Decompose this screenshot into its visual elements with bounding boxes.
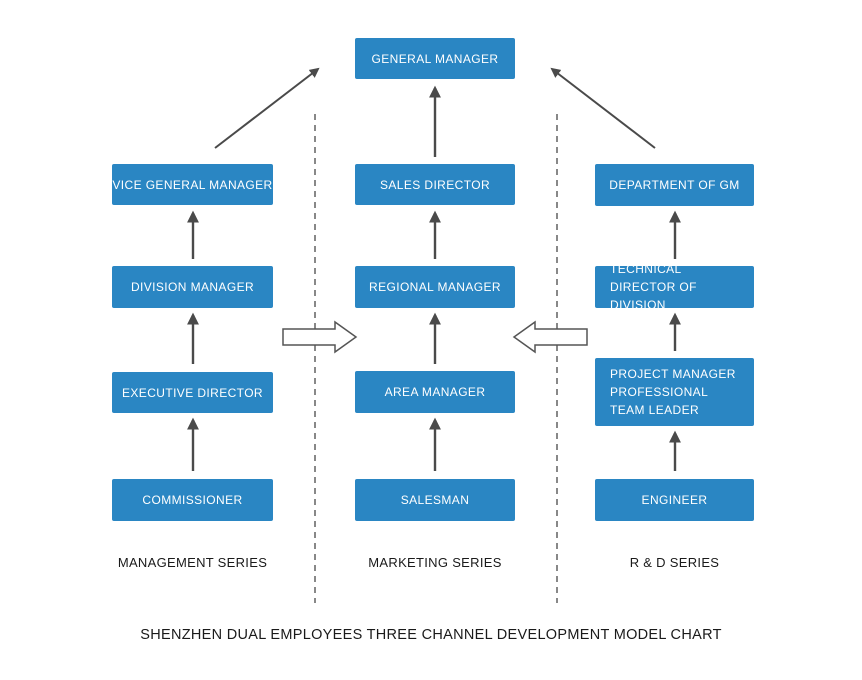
node-area-manager: AREA MANAGER: [355, 371, 515, 413]
node-commissioner: COMMISSIONER: [112, 479, 273, 521]
series-label-management: MANAGEMENT SERIES: [117, 555, 268, 570]
series-label-marketing: MARKETING SERIES: [368, 555, 502, 570]
series-label-rd: R & D SERIES: [629, 555, 720, 570]
node-division-manager: DIVISION MANAGER: [112, 266, 273, 308]
node-executive-director: EXECUTIVE DIRECTOR: [112, 372, 273, 413]
chart-title: SHENZHEN DUAL EMPLOYEES THREE CHANNEL DE…: [140, 627, 722, 643]
node-salesman: SALESMAN: [355, 479, 515, 521]
arrow-vice-general-manager-to-general-manager: [214, 67, 320, 149]
node-department-of-gm: DEPARTMENT OF GM: [595, 164, 754, 206]
node-general-manager: GENERAL MANAGER: [355, 38, 515, 79]
node-technical-director-of-division: TECHNICAL DIRECTOR OF DIVISION: [595, 262, 754, 312]
channel-arrow-rd-to-marketing: [512, 320, 588, 354]
node-regional-manager: REGIONAL MANAGER: [355, 266, 515, 308]
arrow-department-of-gm-to-general-manager: [550, 67, 656, 149]
node-project-manager-professional-team-leader: PROJECT MANAGER PROFESSIONAL TEAM LEADER: [595, 358, 754, 426]
node-sales-director: SALES DIRECTOR: [355, 164, 515, 205]
channel-arrow-management-to-marketing: [282, 320, 358, 354]
node-vice-general-manager: VICE GENERAL MANAGER: [112, 164, 273, 205]
node-engineer: ENGINEER: [595, 479, 754, 521]
